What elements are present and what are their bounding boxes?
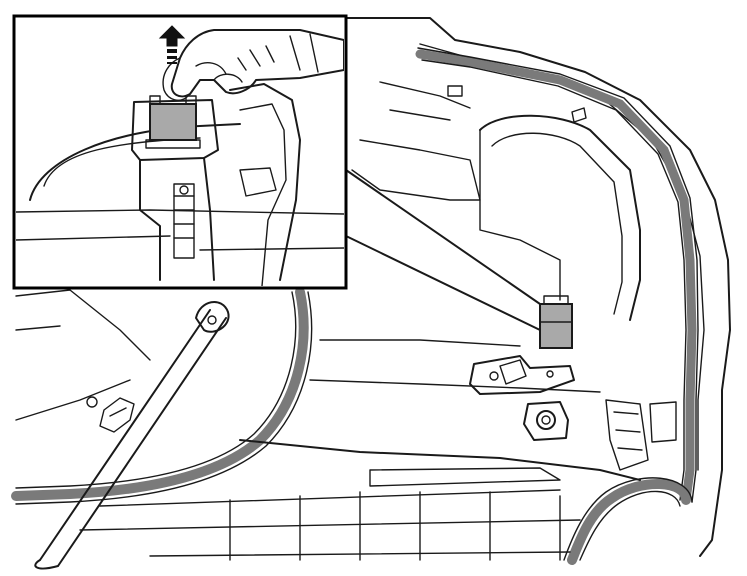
drain-grommet: [523, 401, 569, 441]
hinge-arm-end: [195, 301, 230, 333]
floor-edge-front: [239, 439, 641, 481]
latch-bolt: [489, 371, 499, 381]
floor-step: [369, 467, 561, 487]
connector-top: [543, 295, 569, 305]
right-lower-bracket-2: [649, 401, 677, 443]
up-arrow-icon: [158, 25, 186, 64]
latch-bracket: [469, 355, 575, 395]
floor-edge-mid: [309, 379, 601, 393]
hand-wrist-lines: [289, 33, 319, 73]
floor-ribs: [229, 491, 561, 561]
wheel-well-inner: [491, 132, 623, 315]
weatherstrip-seal-right-edge: [417, 47, 699, 503]
left-pillar: [15, 289, 151, 421]
inset-detail: [12, 14, 348, 290]
seal-bottom-right-edge2: [579, 490, 681, 561]
callout-leader-upper: [345, 169, 541, 305]
seal-left-edge-outer: [15, 291, 313, 505]
upper-panel: [351, 139, 481, 201]
main-view: [11, 17, 731, 570]
seal-left-edge-inner: [15, 291, 297, 489]
seal-bottom-right-edge: [563, 477, 693, 561]
inset-right-panel-2: [239, 103, 287, 286]
upper-clip: [447, 85, 463, 97]
latch-bolt-2: [546, 370, 554, 378]
right-lower-bracket: [605, 399, 649, 471]
inset-connector-tabs: [149, 95, 197, 105]
inset-latch-lower: [139, 157, 215, 281]
inset-right-panel: [229, 83, 301, 281]
hand-finger-3: [213, 73, 243, 83]
inset-connector-base: [145, 139, 201, 149]
inset-fastener: [173, 183, 195, 259]
small-tab: [571, 107, 587, 123]
hinge-arm: [39, 309, 227, 567]
weatherstrip-seal-left: [11, 287, 309, 501]
inset-fastener-threads: [173, 195, 195, 239]
weatherstrip-seal-bottom-right: [567, 478, 691, 565]
body-panel-outline: [345, 17, 731, 557]
inset-floor: [16, 209, 344, 251]
wheel-well-lower: [479, 129, 561, 301]
hand-icon: [162, 29, 344, 101]
inset-highlighted-connector: [149, 103, 197, 141]
floor-bottom-lines: [79, 489, 581, 557]
hinge-arm-bolt: [207, 315, 217, 325]
inset-fastener-head: [179, 185, 189, 195]
weatherstrip-seal-right: [415, 49, 697, 505]
highlighted-connector: [539, 303, 573, 349]
callout-leader-lower: [345, 235, 541, 331]
weatherstrip-seal-right-edge2: [421, 59, 687, 501]
hinge-arm-lower: [34, 559, 59, 570]
latch-assembly: [469, 295, 575, 395]
wheel-well: [479, 114, 641, 321]
latch-body: [499, 359, 527, 385]
upper-ledge: [379, 81, 471, 121]
hand-finger-2: [195, 62, 227, 75]
hand-knuckles: [237, 45, 275, 71]
floor-edge-top: [319, 339, 521, 347]
left-bracket: [99, 397, 135, 433]
left-grommet: [86, 396, 98, 408]
inset-step: [239, 167, 277, 197]
